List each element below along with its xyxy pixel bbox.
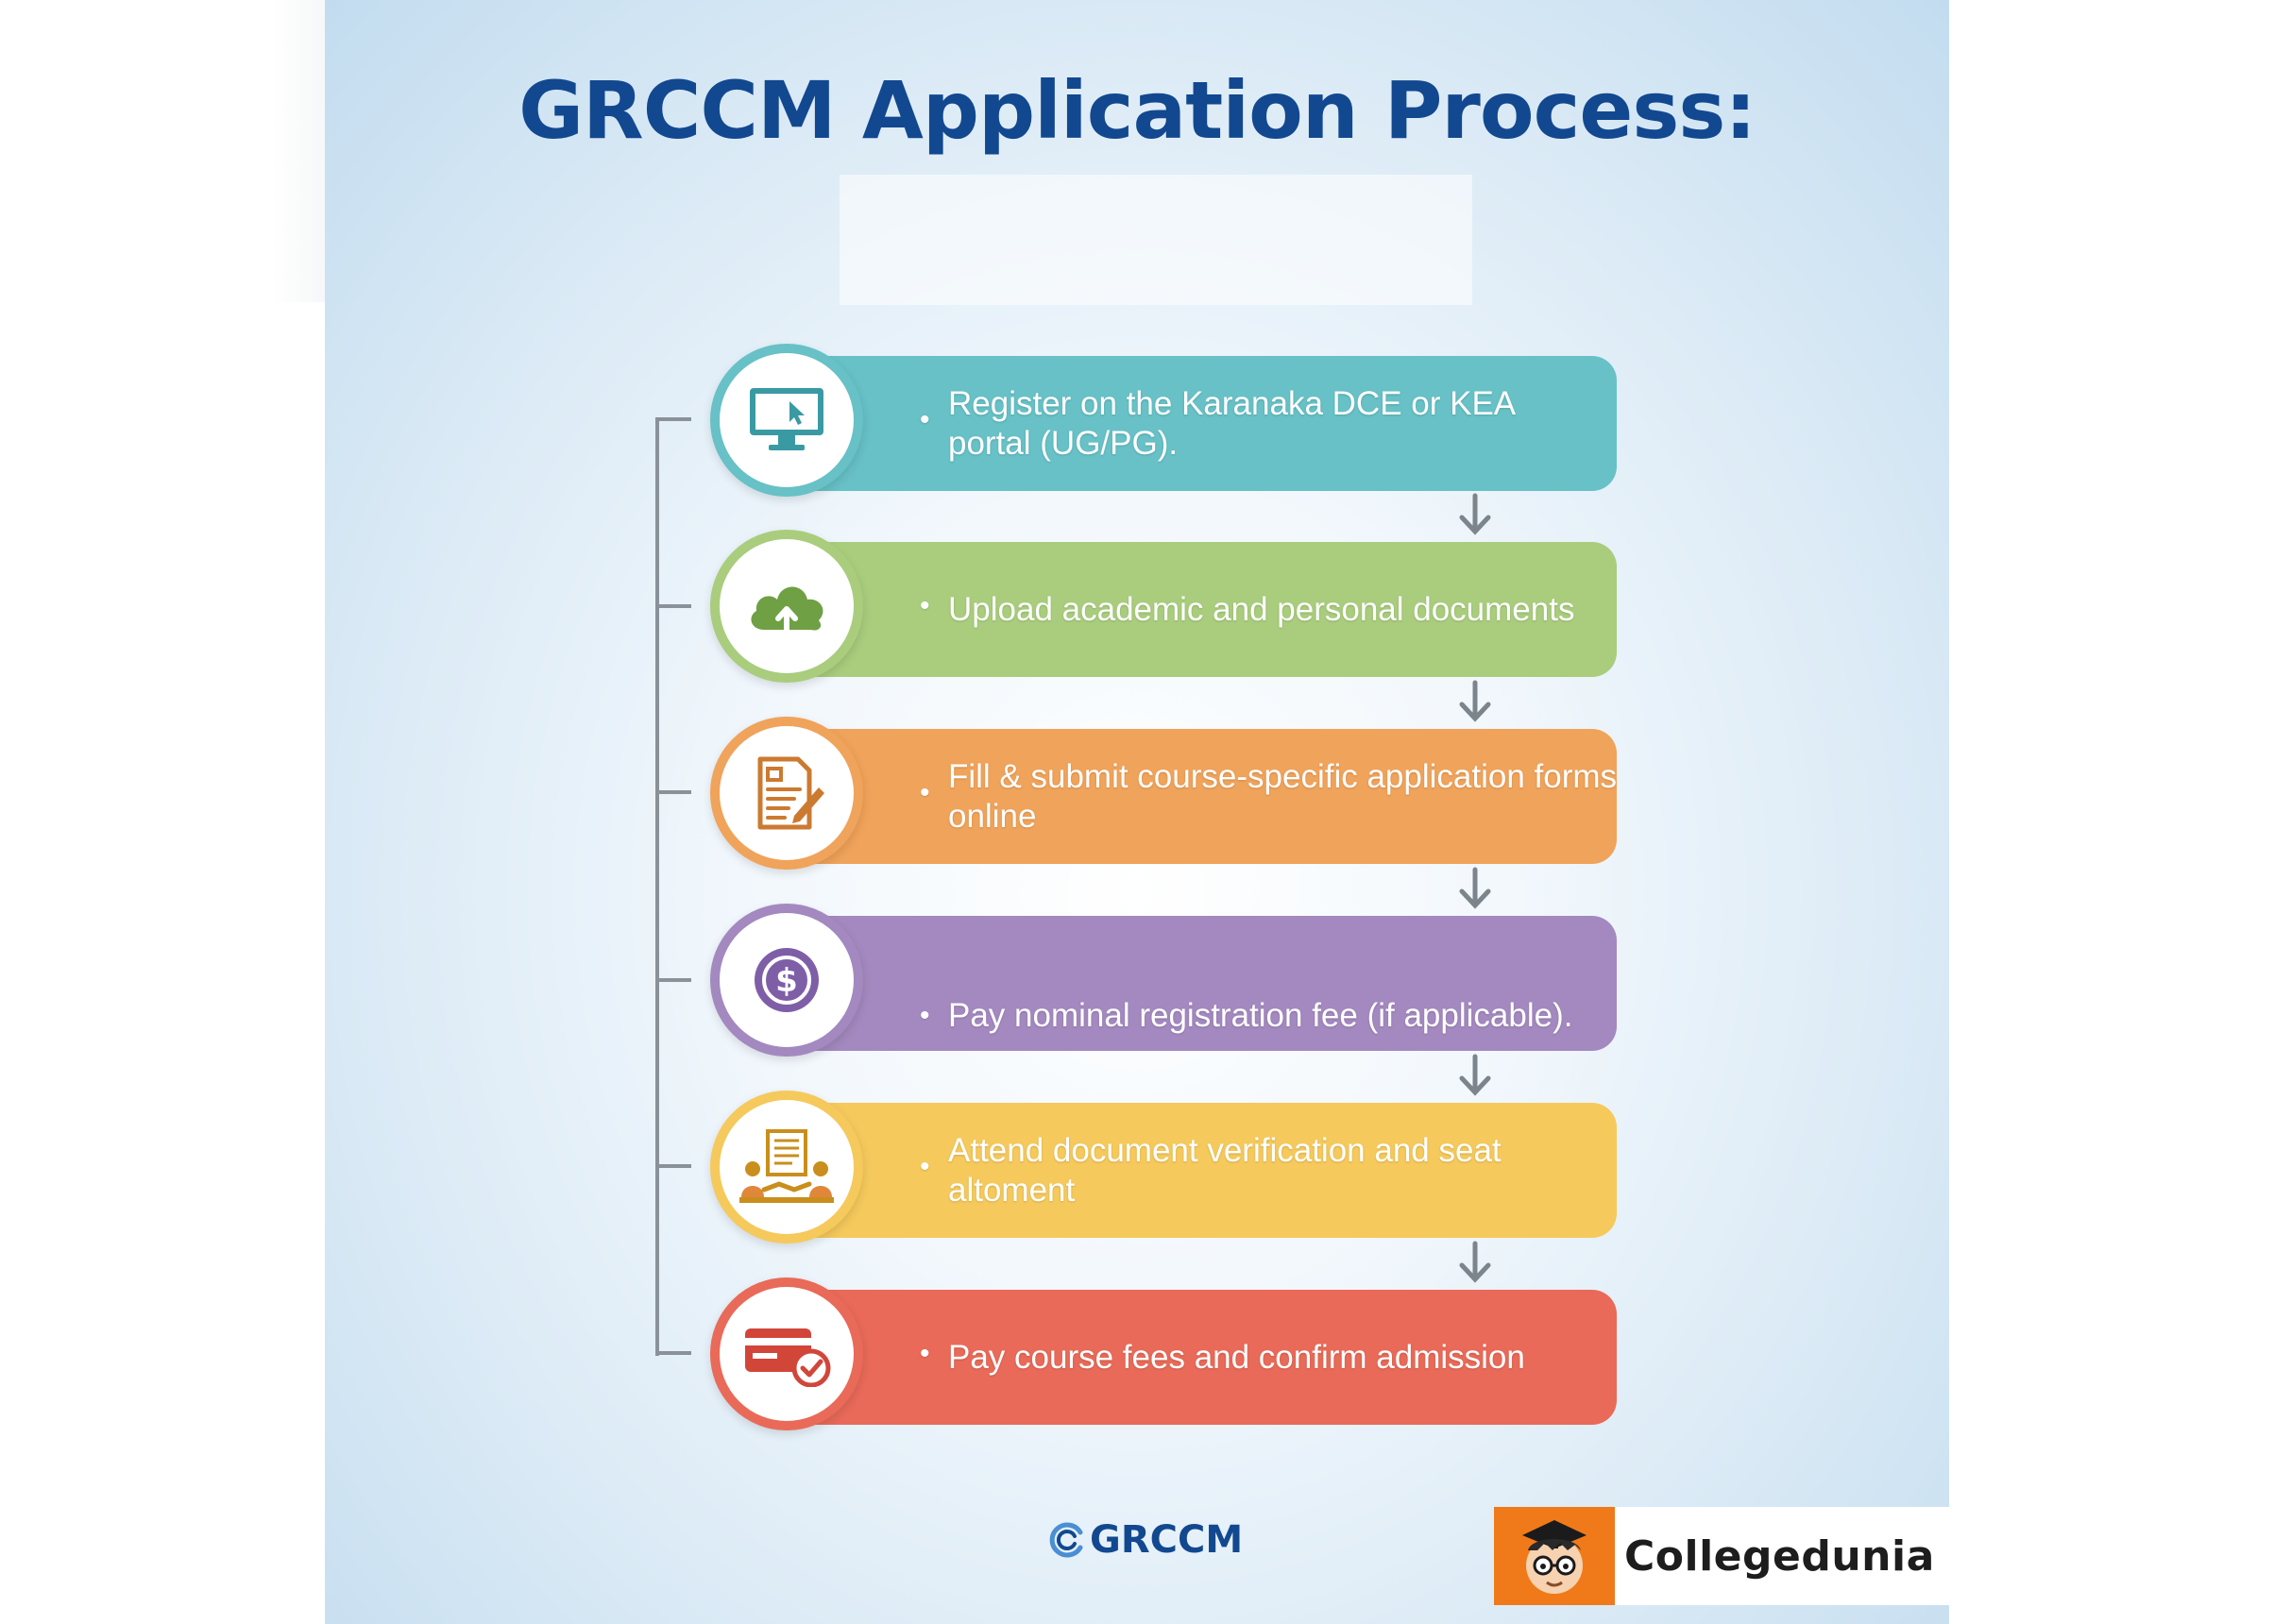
bracket-tick [655, 1164, 691, 1168]
down-arrow-icon [1456, 678, 1494, 725]
down-arrow-icon [1456, 491, 1494, 538]
step-text: Register on the Karanaka DCE or KEA port… [948, 384, 1515, 462]
step-5: • Attend document verification and seat … [710, 1091, 1925, 1243]
step-text-wrap: • Pay course fees and confirm admission [920, 1290, 1617, 1425]
step-bar: • Upload academic and personal documents [786, 542, 1617, 677]
step-icon-circle [710, 717, 863, 870]
step-text: Upload academic and personal documents [948, 590, 1575, 628]
infographic-canvas: GRCCM Application Process: • Register on… [325, 0, 1949, 1624]
footer-brand-text: GRCCM [1090, 1518, 1244, 1562]
step-bar: • Attend document verification and seat … [786, 1103, 1617, 1238]
step-bar: • Pay nominal registration fee (if appli… [786, 916, 1617, 1051]
bullet: • [920, 403, 930, 435]
step-icon-circle [710, 1091, 863, 1243]
step-icon-circle [710, 1277, 863, 1430]
step-icon-circle: $ [710, 904, 863, 1057]
bracket-tick [655, 604, 691, 608]
credit-card-check-icon [745, 1328, 831, 1387]
dollar-coin-icon: $ [755, 948, 819, 1012]
step-bar: • Fill & submit course-specific applicat… [786, 729, 1617, 864]
step-icon-circle [710, 530, 863, 683]
bracket-tick [655, 790, 691, 794]
process-bracket-line [655, 419, 659, 1356]
collegedunia-mascot-icon [1494, 1507, 1615, 1605]
grccm-logo-icon [1049, 1522, 1083, 1558]
down-arrow-icon [1456, 865, 1494, 912]
left-edge-strip [272, 0, 325, 302]
step-text-wrap: • Upload academic and personal documents [920, 542, 1617, 677]
collegedunia-name: Collegedunia [1624, 1531, 1935, 1581]
step-3: • Fill & submit course-specific applicat… [710, 717, 1925, 870]
footer-brand-logo: GRCCM [1048, 1518, 1243, 1562]
blank-banner [840, 175, 1472, 305]
step-4: • Pay nominal registration fee (if appli… [710, 904, 1925, 1057]
bullet: • [920, 589, 930, 621]
page-title: GRCCM Application Process: [518, 64, 1756, 157]
step-bar: • Pay course fees and confirm admission [786, 1290, 1617, 1425]
step-text-wrap: • Register on the Karanaka DCE or KEA po… [920, 356, 1617, 491]
bracket-tick [655, 1351, 691, 1355]
step-6: • Pay course fees and confirm admission [710, 1277, 1925, 1430]
step-text: Pay course fees and confirm admission [948, 1338, 1525, 1376]
bullet: • [920, 1150, 930, 1182]
bracket-tick [655, 978, 691, 982]
step-text-wrap: • Attend document verification and seat … [920, 1103, 1617, 1238]
collegedunia-badge: Collegedunia [1494, 1507, 1949, 1605]
step-icon-circle [710, 344, 863, 497]
bullet: • [920, 999, 930, 1031]
step-text: Fill & submit course-specific applicatio… [948, 757, 1618, 835]
step-text: Attend document verification and seat al… [948, 1131, 1502, 1209]
down-arrow-icon [1456, 1052, 1494, 1099]
bullet: • [920, 776, 930, 808]
step-text-wrap: • Pay nominal registration fee (if appli… [920, 916, 1617, 1083]
cloud-upload-icon [751, 586, 823, 634]
step-text: Pay nominal registration fee (if applica… [948, 996, 1573, 1034]
computer-cursor-icon [750, 388, 823, 450]
step-bar: • Register on the Karanaka DCE or KEA po… [786, 356, 1617, 491]
svg-text:$: $ [775, 962, 798, 1000]
meeting-handshake-icon [739, 1129, 834, 1203]
bullet: • [920, 1337, 930, 1369]
step-1: • Register on the Karanaka DCE or KEA po… [710, 344, 1925, 497]
down-arrow-icon [1456, 1239, 1494, 1286]
bracket-tick [655, 417, 691, 421]
form-pencil-icon [757, 756, 824, 830]
step-text-wrap: • Fill & submit course-specific applicat… [920, 729, 1618, 864]
step-2: • Upload academic and personal documents [710, 530, 1925, 683]
